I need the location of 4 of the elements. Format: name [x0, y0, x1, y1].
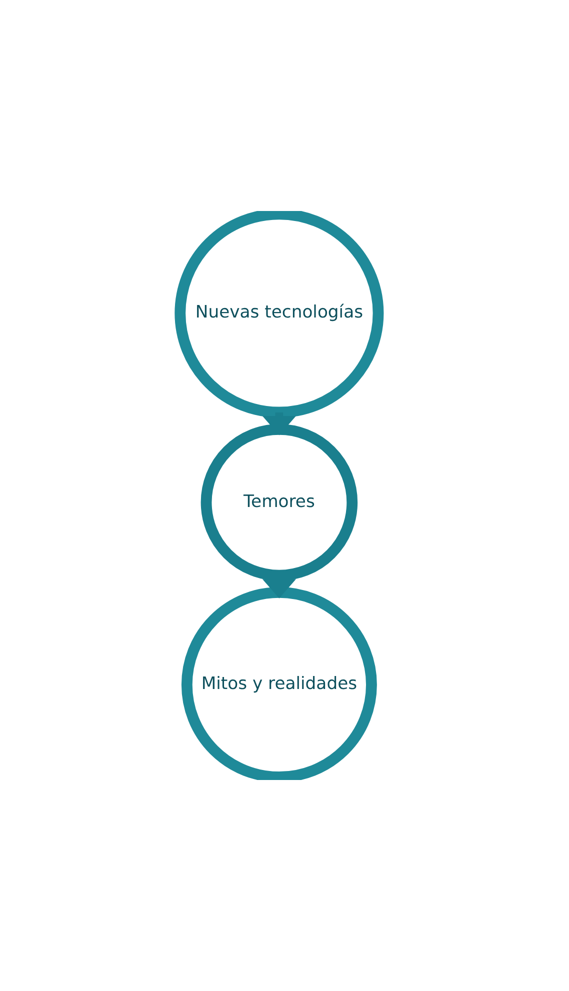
node-circle: Temores: [200, 424, 358, 581]
node-circle: Nuevas tecnologías: [174, 211, 384, 418]
node-circle: Mitos y realidades: [181, 586, 377, 780]
arrow: [262, 579, 296, 598]
